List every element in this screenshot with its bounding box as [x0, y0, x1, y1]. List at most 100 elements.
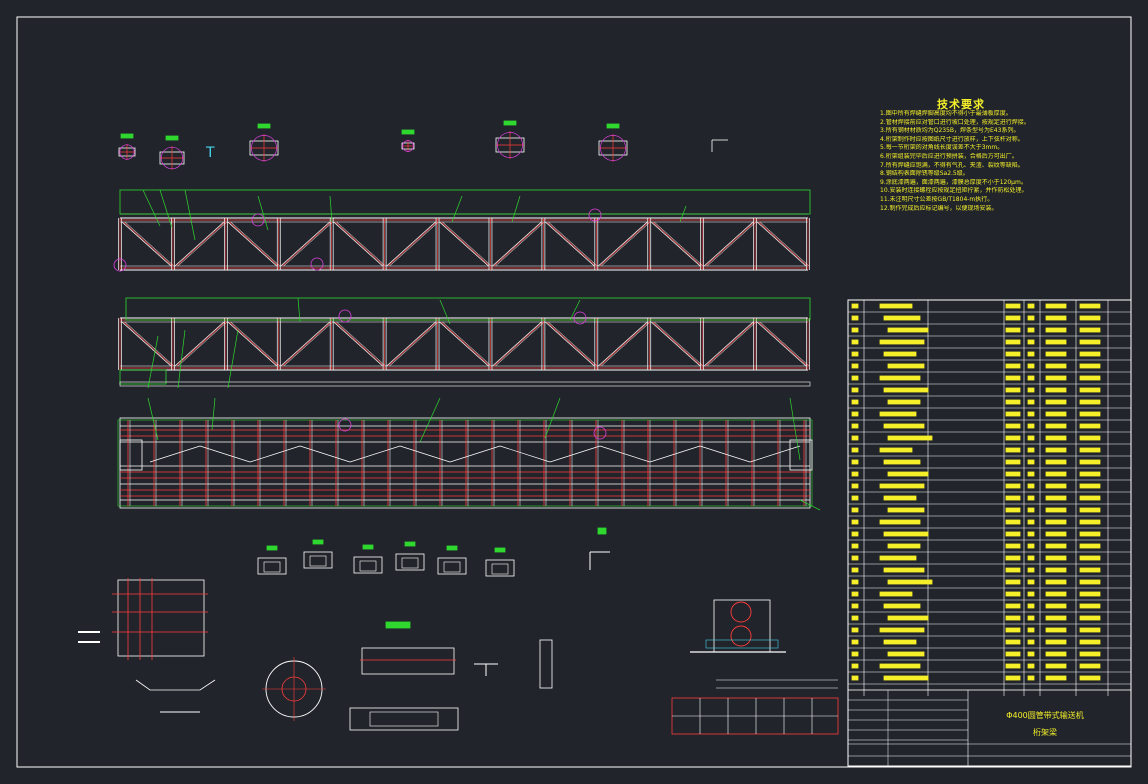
bom-name: [879, 411, 917, 417]
diagonal-member: [759, 221, 810, 267]
bom-total-weight: [1079, 543, 1101, 549]
bom-total-weight: [1079, 639, 1101, 645]
bom-qty: [1027, 375, 1035, 381]
bom-total-weight: [1079, 435, 1101, 441]
detail-sections-top: T: [118, 120, 728, 170]
diagonal-member: [703, 321, 754, 367]
note-line: 7.所有焊缝应饱满，不得有气孔、夹渣、裂纹等缺陷。: [880, 161, 1024, 169]
bom-qty: [1027, 447, 1035, 453]
diagonal-member: [227, 221, 278, 267]
diagonal-centerline: [440, 321, 491, 367]
bom-total-weight: [1079, 315, 1101, 321]
bom-material: [1005, 483, 1021, 489]
diagonal-member: [386, 221, 436, 267]
diagonal-member: [548, 221, 598, 267]
bom-unit-weight: [1045, 675, 1067, 681]
diagonal-member: [336, 221, 386, 267]
diagonal-centerline: [758, 221, 808, 267]
bom-name: [879, 555, 917, 561]
diagonal-centerline: [493, 321, 544, 367]
bom-qty: [1027, 675, 1035, 681]
bom-material: [1005, 471, 1021, 477]
section-circle: [251, 135, 277, 161]
bom-material: [1005, 363, 1021, 369]
diagonal-member: [230, 321, 280, 367]
bom-item-no: [851, 531, 859, 537]
diagonal-centerline: [229, 321, 279, 367]
bom-item-no: [851, 483, 859, 489]
bom-material: [1005, 315, 1021, 321]
bom-total-weight: [1079, 603, 1101, 609]
bom-material: [1005, 423, 1021, 429]
bom-qty: [1027, 663, 1035, 669]
bom-name: [883, 531, 929, 537]
bom-unit-weight: [1045, 483, 1067, 489]
plan-end-frame: [789, 439, 813, 471]
leader: [297, 297, 301, 323]
leader: [184, 189, 196, 241]
bom-qty: [1027, 339, 1035, 345]
bom-total-weight: [1079, 339, 1101, 345]
diagonal-centerline: [546, 321, 597, 367]
plan-diagonal: [399, 445, 451, 463]
bom-name: [879, 447, 913, 453]
bom-material: [1005, 591, 1021, 597]
leader: [569, 299, 581, 321]
diagonal-member: [442, 221, 492, 267]
bom-qty: [1027, 327, 1035, 333]
bill-of-materials: [847, 299, 1132, 767]
bom-qty: [1027, 543, 1035, 549]
bom-item-no: [851, 639, 859, 645]
bom-qty: [1027, 423, 1035, 429]
part-name: 桁架梁: [1033, 728, 1057, 737]
bom-item-no: [851, 351, 859, 357]
bom-item-no: [851, 423, 859, 429]
bom-qty: [1027, 411, 1035, 417]
section-circle: [402, 140, 414, 152]
diagonal-centerline: [440, 221, 491, 267]
bom-total-weight: [1079, 651, 1101, 657]
bom-unit-weight: [1045, 471, 1067, 477]
bom-total-weight: [1079, 471, 1101, 477]
bom-total-weight: [1079, 387, 1101, 393]
idler-roller: [730, 601, 752, 623]
bom-material: [1005, 399, 1021, 405]
bom-qty: [1027, 483, 1035, 489]
bom-item-no: [851, 555, 859, 561]
note-line: 1.图中所有焊缝焊脚高度均不得小于最薄板厚度。: [880, 110, 1012, 117]
leader: [329, 195, 333, 223]
bom-item-no: [851, 363, 859, 369]
bom-qty: [1027, 567, 1035, 573]
diagonal-member: [386, 321, 436, 367]
bom-qty: [1027, 363, 1035, 369]
bom-name: [883, 315, 921, 321]
bom-item-no: [851, 651, 859, 657]
diagonal-member: [756, 321, 807, 367]
bom-total-weight: [1079, 459, 1101, 465]
diagonal-member: [756, 221, 807, 267]
bom-name: [883, 495, 917, 501]
bom-item-no: [851, 459, 859, 465]
bom-item-no: [851, 603, 859, 609]
section-tag: [257, 123, 271, 129]
profile-section: [303, 551, 333, 569]
profile-tag: [312, 539, 324, 545]
bom-qty: [1027, 591, 1035, 597]
diagonal-centerline: [334, 321, 385, 367]
diagonal-member: [545, 221, 595, 267]
diagonal-member: [174, 221, 225, 267]
diagonal-member: [280, 221, 330, 267]
diagonal-member: [598, 321, 648, 367]
diagonal-member: [601, 321, 651, 367]
bom-material: [1005, 675, 1021, 681]
diagonal-member: [601, 221, 651, 267]
bom-qty: [1027, 519, 1035, 525]
diagonal-member: [703, 221, 754, 267]
bom-name: [887, 363, 925, 369]
diagonal-centerline: [387, 321, 438, 367]
diagonal-member: [598, 221, 648, 267]
diagonal-member: [227, 321, 278, 367]
plan-diagonal: [349, 445, 401, 463]
leader: [679, 205, 687, 223]
